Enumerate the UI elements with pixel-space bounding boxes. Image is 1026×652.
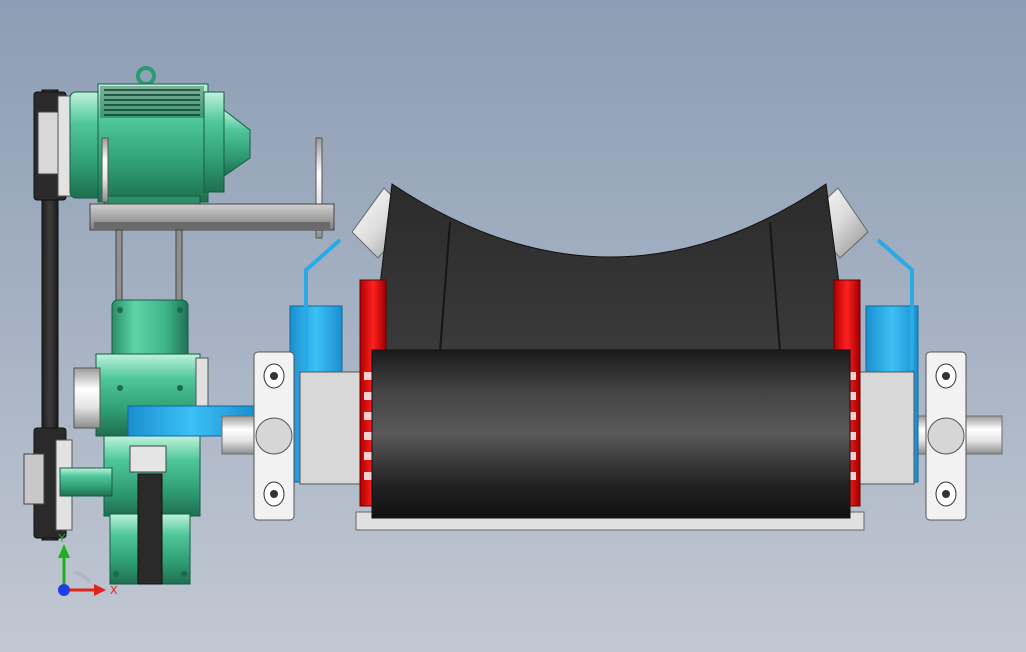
triad-y-label: Y: [58, 532, 66, 545]
coordinate-triad-icon: Y X: [58, 532, 118, 597]
motor-mount: [89, 137, 335, 351]
bearing-left: [253, 351, 295, 521]
left-guard: [289, 238, 365, 485]
gear-reducer: [59, 299, 209, 585]
conveyor-belt: [371, 183, 849, 353]
electric-motor: [69, 66, 251, 205]
drive-pulley-drum: [355, 349, 865, 531]
bearing-right: [925, 351, 967, 521]
triad-x-label: X: [110, 584, 118, 597]
